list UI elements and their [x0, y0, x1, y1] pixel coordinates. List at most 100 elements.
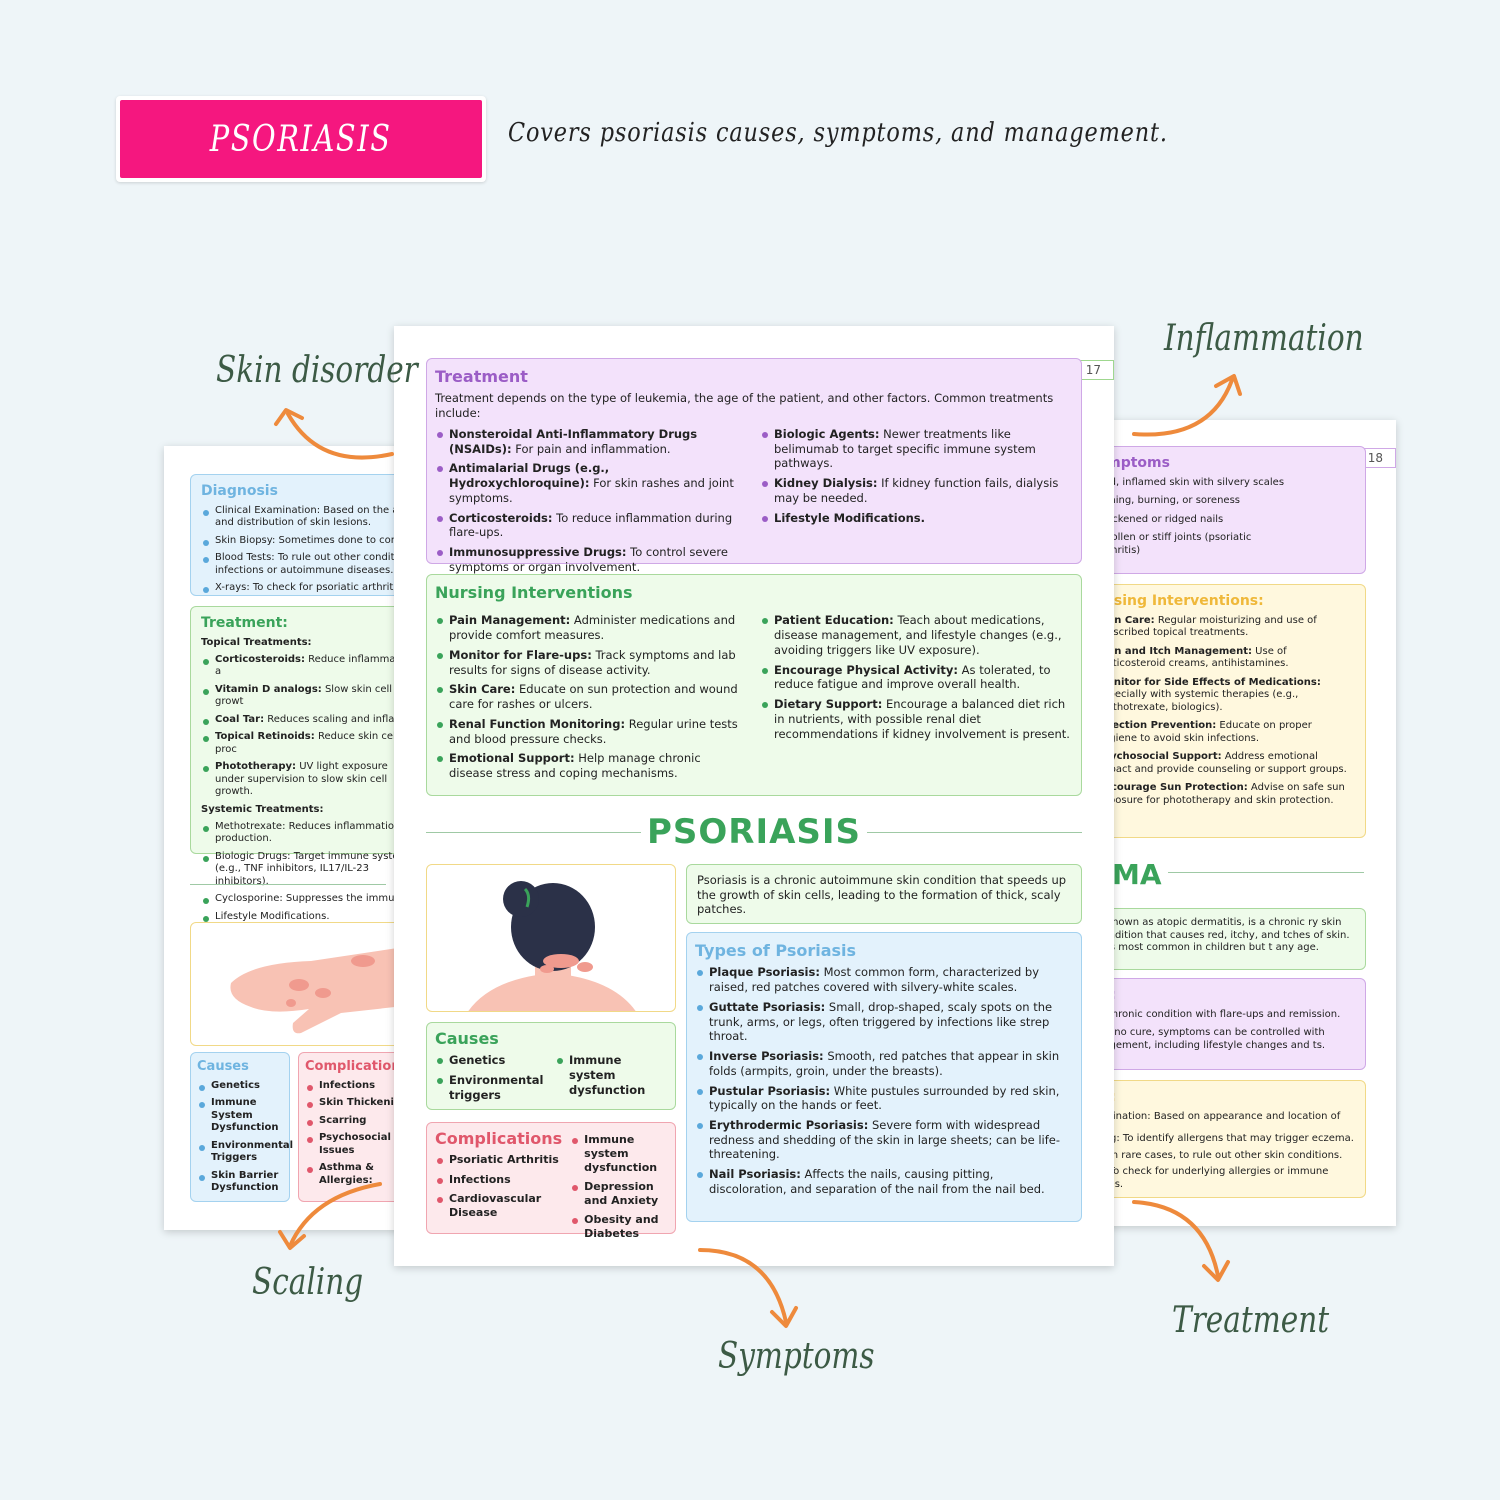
left-treatment-title: Treatment: — [201, 615, 288, 631]
list-item: Skin Barrier Dysfunction — [197, 1170, 283, 1195]
list-item: Corticosteroids: Reduce inflammation a — [201, 654, 404, 679]
list-item: Environmental triggers — [435, 1073, 547, 1102]
list-item: Psychosocial Support: Address emotional … — [1100, 751, 1347, 775]
right-box3-title: is: — [1100, 1089, 1355, 1107]
treatment-box: Treatment Treatment depends on the type … — [426, 358, 1082, 574]
types-list: Plaque Psoriasis: Most common form, char… — [695, 965, 1071, 1196]
diagnosis-box: Diagnosis Clinical Examination: Based on… — [190, 474, 404, 596]
person-neck-icon — [468, 881, 636, 1011]
list-item: Asthma & Allergies: — [305, 1162, 404, 1187]
list-item: Renal Function Monitoring: Regular urine… — [435, 717, 746, 746]
nursing-list-right: Patient Education: Teach about medicatio… — [760, 613, 1071, 785]
nursing-list-left: Pain Management: Administer medications … — [435, 613, 746, 785]
list-item: s: To check for underlying allergies or … — [1100, 1166, 1329, 1190]
causes-title: Causes — [435, 1029, 499, 1048]
complications-left-col: Complications Psoriatic Arthritis Infect… — [435, 1129, 562, 1247]
list-item: Encourage Sun Protection: Advise on safe… — [1100, 782, 1345, 806]
types-title: Types of Psoriasis — [695, 941, 857, 960]
list-item: Depression and Anxiety — [570, 1180, 667, 1208]
treatment-columns: Nonsteroidal Anti-Inflammatory Drugs (NS… — [435, 427, 1071, 579]
list-item: Skin Biopsy: Sometimes done to confirm — [201, 535, 404, 548]
list-item: Monitor for Flare-ups: Track symptoms an… — [435, 648, 746, 677]
list-item: Immunosuppressive Drugs: To control seve… — [435, 545, 746, 574]
list-item: Plaque Psoriasis: Most common form, char… — [695, 965, 1071, 994]
list-item: Nail Psoriasis: Affects the nails, causi… — [695, 1167, 1071, 1196]
callout-treatment: Treatment — [1172, 1300, 1330, 1341]
nursing-title: Nursing Interventions — [435, 583, 633, 602]
list-item: Psoriatic Arthritis — [435, 1153, 562, 1167]
list-item: Swollen or stiff joints (psoriatic arthr… — [1100, 532, 1252, 556]
list-item: Obesity and Diabetes — [570, 1213, 667, 1241]
list-item: Psychosocial Issues — [305, 1132, 404, 1157]
list-item: Kidney Dialysis: If kidney function fail… — [760, 476, 1071, 505]
list-item: Pustular Psoriasis: White pustules surro… — [695, 1084, 1071, 1113]
complications-box: Complications Psoriatic Arthritis Infect… — [426, 1122, 676, 1240]
list-item: Nonsteroidal Anti-Inflammatory Drugs (NS… — [435, 427, 746, 456]
right-nursing-title: ursing Interventions: — [1100, 593, 1264, 609]
banner-title: PSORIASIS — [210, 118, 392, 160]
list-item: Blood Tests: To rule out other condition… — [201, 552, 404, 577]
list-item: Infections — [305, 1080, 404, 1093]
topical-label: Topical Treatments: — [201, 636, 312, 648]
right-box2-title: is: — [1100, 987, 1355, 1005]
treatment-list-left: Nonsteroidal Anti-Inflammatory Drugs (NS… — [435, 427, 746, 579]
section-heading: PSORIASIS — [426, 812, 1082, 852]
title-banner-fill: PSORIASIS — [120, 100, 482, 178]
causes-box: Causes Genetics Environmental triggers I… — [426, 1022, 676, 1110]
left-page: Diagnosis Clinical Examination: Based on… — [164, 446, 404, 1230]
callout-symptoms: Symptoms — [718, 1336, 875, 1377]
right-nursing-list: Skin Care: Regular moisturizing and use … — [1100, 615, 1355, 808]
list-item: Pain Management: Administer medications … — [435, 613, 746, 642]
list-item: Biologic Drugs: Target immune system (e.… — [201, 851, 404, 889]
list-item: Scarring — [305, 1115, 404, 1128]
list-item: Lifestyle Modifications. — [760, 511, 1071, 526]
left-complications-title: Complication — [305, 1059, 401, 1074]
right-definition-box: o known as atopic dermatitis, is a chron… — [1100, 908, 1366, 970]
list-item: Pain and Itch Management: Use of cortico… — [1100, 645, 1289, 670]
list-item: Corticosteroids: To reduce inflammation … — [435, 511, 746, 540]
list-item: Environmental Triggers — [197, 1140, 293, 1165]
topical-list: Corticosteroids: Reduce inflammation a V… — [201, 654, 404, 799]
list-item: amination: Based on appearance and locat… — [1100, 1110, 1341, 1122]
list-item: Emotional Support: Help manage chronic d… — [435, 751, 746, 780]
list-item: Skin Thickening — [305, 1097, 404, 1110]
list-item: Cardiovascular Disease — [435, 1192, 562, 1220]
list-item: Vitamin D analogs: Slow skin cell growt — [201, 684, 404, 709]
list-item: Inverse Psoriasis: Smooth, red patches t… — [695, 1049, 1071, 1078]
list-item: Clinical Examination: Based on the app a… — [201, 505, 404, 530]
head-illustration — [426, 864, 676, 1012]
diagnosis-title: Diagnosis — [201, 483, 278, 499]
right-symptoms-box: ymptoms Red, inflamed skin with silvery … — [1100, 446, 1366, 574]
list-item: Cyclosporine: Suppresses the immune s — [201, 893, 404, 906]
list-item: Encourage Physical Activity: As tolerate… — [760, 663, 1071, 692]
tagline: Covers psoriasis causes, symptoms, and m… — [508, 118, 1168, 148]
list-item: Immune system dysfunction — [555, 1053, 667, 1097]
complications-list-right: Immune system dysfunction Depression and… — [570, 1129, 667, 1247]
list-item: Thickened or ridged nails — [1100, 513, 1224, 525]
callout-scaling: Scaling — [252, 1262, 364, 1303]
list-item: Skin Care: Educate on sun protection and… — [435, 682, 746, 711]
list-item: Itching, burning, or soreness — [1100, 495, 1240, 507]
causes-list-left: Genetics Environmental triggers — [435, 1053, 547, 1107]
systemic-list: Methotrexate: Reduces inflammation ar pr… — [201, 821, 404, 924]
right-page: 18 ymptoms Red, inflamed skin with silve… — [1100, 420, 1396, 1226]
list-item: Guttate Psoriasis: Small, drop-shaped, s… — [695, 1000, 1071, 1044]
list-item: Immune System Dysfunction — [197, 1097, 283, 1135]
divider — [190, 884, 386, 885]
list-item: Immune system dysfunction — [570, 1133, 667, 1175]
types-box: Types of Psoriasis Plaque Psoriasis: Mos… — [686, 932, 1082, 1222]
left-treatment-box: Treatment: Topical Treatments: Corticost… — [190, 606, 404, 922]
left-causes-title: Causes — [197, 1059, 249, 1074]
right-box3: is: amination: Based on appearance and l… — [1100, 1080, 1366, 1198]
list-item: Monitor for Side Effects of Medications:… — [1100, 676, 1321, 713]
hand-illustration — [190, 922, 404, 1046]
hand-icon — [230, 947, 404, 1034]
right-nursing-box: ursing Interventions: Skin Care: Regular… — [1100, 584, 1366, 838]
title-banner: PSORIASIS — [116, 96, 486, 182]
list-item: Phototherapy: UV light exposure under su… — [201, 761, 404, 799]
divider — [426, 831, 641, 833]
systemic-label: Systemic Treatments: — [201, 803, 324, 815]
left-complications-list: Infections Skin Thickening Scarring Psyc… — [305, 1080, 404, 1188]
left-causes-box: Causes Genetics Immune System Dysfunctio… — [190, 1052, 293, 1202]
left-complications-box: Complication Infections Skin Thickening … — [298, 1052, 404, 1202]
